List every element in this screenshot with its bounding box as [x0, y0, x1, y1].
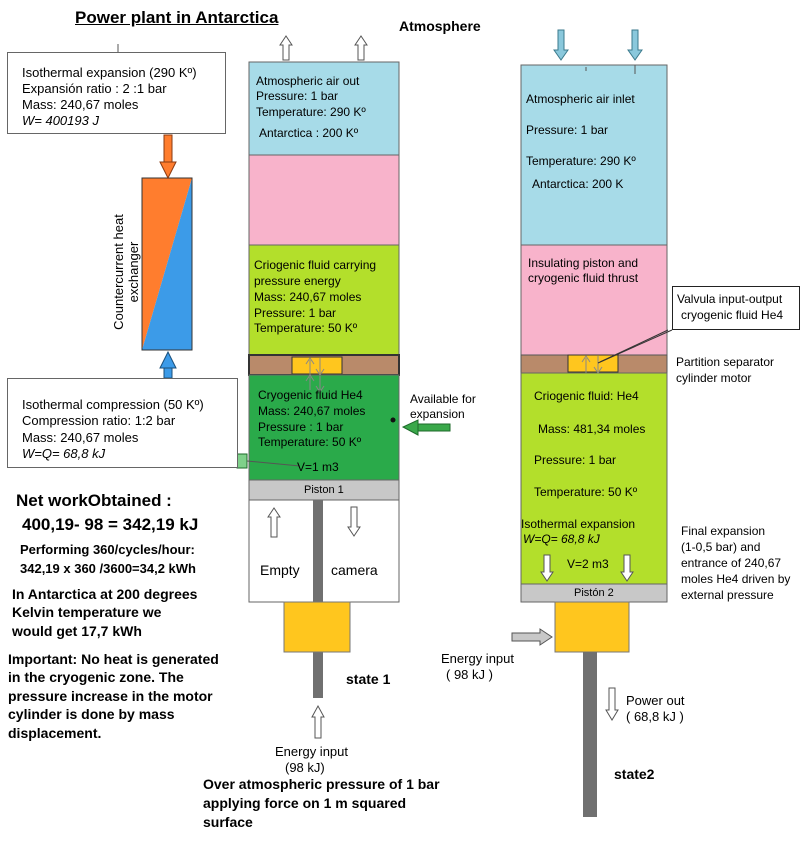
air-out-arrows-icon [279, 35, 368, 61]
final-line-5: external pressure [681, 588, 774, 602]
energy-input-1-line-1: Energy input [275, 744, 348, 759]
he4-line-4: Temperature: 50 Kº [258, 435, 362, 449]
final-line-1: Final expansion [681, 524, 766, 538]
energy-input-2-line-1: Energy input [441, 651, 514, 666]
pressure-note-line-3: surface [203, 814, 253, 830]
cycles-line-1: Performing 360/cycles/hour: [20, 542, 195, 557]
fluid-line-4: Temperature: 50 Kº [534, 485, 638, 499]
cycles-line-2: 342,19 x 360 /3600=34,2 kWh [20, 561, 196, 576]
cryo-carry-line-1: Criogenic fluid carrying [254, 258, 377, 272]
final-line-3: entrance of 240,67 [681, 556, 782, 570]
power-out-line-2: ( 68,8 kJ ) [626, 709, 684, 724]
expansion-line-3: Mass: 240,67 moles [22, 97, 139, 112]
volume-1: V=1 m3 [297, 460, 339, 474]
valve2-arrows-icon [581, 355, 603, 374]
energy-input-2-arrow-icon [511, 628, 553, 646]
air-in-line-3: Temperature: 290 Kº [526, 154, 636, 168]
valve-callout-box: Valvula input-output cryogenic fluid He4 [672, 286, 800, 330]
final-line-2: (1-0,5 bar) and [681, 540, 761, 554]
hot-flow-arrow-icon [159, 134, 177, 180]
piston-2-label: Pistón 2 [574, 587, 614, 599]
important-line-5: displacement. [8, 725, 102, 741]
air-out-line-2: Pressure: 1 bar [256, 89, 339, 103]
partition-line-1: Partition separator [676, 355, 775, 369]
compression-line-3: Mass: 240,67 moles [22, 430, 139, 445]
important-line-1: Important: No heat is generated [8, 651, 219, 667]
compression-line-4: W=Q= 68,8 kJ [22, 446, 106, 461]
fluid-line-1: Criogenic fluid: He4 [534, 389, 639, 403]
power-out-arrow-icon [605, 687, 619, 721]
important-line-2: in the cryogenic zone. The [8, 669, 184, 685]
important-line-3: pressure increase in the motor [8, 688, 213, 704]
air-inlet-arrows-icon [553, 29, 643, 61]
cryo-carry-line-2: pressure energy [254, 274, 341, 288]
cryo-carry-line-4: Pressure: 1 bar [254, 306, 337, 320]
pressure-note-line-1: Over atmospheric pressure of 1 bar [203, 776, 440, 792]
pressure-note-line-2: applying force on 1 m squared [203, 795, 407, 811]
valve-line-1: Valvula input-output [677, 292, 783, 306]
air-in-line-1: Atmospheric air inlet [526, 92, 635, 106]
antarctica-line-2: Kelvin temperature we [12, 604, 162, 620]
valve-line-2: cryogenic fluid He4 [681, 308, 784, 322]
expansion-line-1: Isothermal expansion (290 Kº) [22, 65, 197, 80]
volume-2: V=2 m3 [567, 557, 609, 571]
heat-exchanger-label-1: Countercurrent heat [111, 214, 126, 330]
state-2-label: state2 [614, 766, 655, 782]
available-line-1: Available for [410, 392, 476, 406]
net-work-equation: 400,19- 98 = 342,19 kJ [22, 515, 199, 534]
expansion-arrows-icon [540, 554, 634, 582]
energy-input-arrow-icon [311, 704, 325, 739]
valve-arrows-icon [305, 357, 325, 393]
cryo-carry-line-3: Mass: 240,67 moles [254, 290, 362, 304]
expansion-line-4: W= 400193 J [22, 113, 99, 128]
available-line-2: expansion [410, 407, 465, 421]
power-out-line-1: Power out [626, 693, 685, 708]
heat-exchanger [141, 177, 193, 351]
air-out-line-1: Atmospheric air out [256, 74, 360, 88]
available-arrow-icon [390, 417, 451, 436]
air-out-line-4: Antarctica : 200 Kº [259, 126, 359, 140]
important-line-4: cylinder is done by mass [8, 706, 175, 722]
isothermal-compression-box: Isothermal compression (50 Kº) Compressi… [7, 378, 238, 468]
cylinder-2 [520, 64, 668, 817]
cold-flow-arrow-icon [159, 350, 177, 379]
cylinder-1 [248, 61, 400, 698]
energy-input-1-line-2: (98 kJ) [285, 760, 325, 775]
final-line-4: moles He4 driven by [681, 572, 791, 586]
heat-exchanger-cold-side [142, 178, 192, 350]
heat-exchanger-label: Countercurrent heat exchanger [111, 202, 141, 342]
air-in-line-4: Antarctica: 200 K [532, 177, 624, 191]
insulating-line-1: Insulating piston and [528, 256, 639, 270]
piston-motion-arrows-icon [267, 506, 361, 538]
atmosphere-label: Atmosphere [399, 18, 481, 34]
he4-line-3: Pressure : 1 bar [258, 420, 344, 434]
partition-line-2: cylinder motor [676, 371, 752, 385]
state-1-label: state 1 [346, 671, 391, 687]
fluid-line-2: Mass: 481,34 moles [538, 422, 646, 436]
antarctica-line-3: would get 17,7 kWh [12, 623, 142, 639]
cryo-carry-line-5: Temperature: 50 Kº [254, 321, 358, 335]
air-out-line-3: Temperature: 290 Kº [256, 105, 366, 119]
compression-line-1: Isothermal compression (50 Kº) [22, 397, 204, 412]
antarctica-line-1: In Antarctica at 200 degrees [12, 586, 198, 602]
he4-line-2: Mass: 240,67 moles [258, 404, 366, 418]
expansion-line-2: Expansión ratio : 2 :1 bar [22, 81, 167, 96]
iso2-line-2: W=Q= 68,8 kJ [523, 532, 600, 546]
piston-1-label: Piston 1 [304, 484, 344, 496]
insulating-line-2: cryogenic fluid thrust [528, 271, 639, 285]
isothermal-expansion-box: Isothermal expansion (290 Kº) Expansión … [7, 52, 226, 134]
iso2-line-1: Isothermal expansion [521, 517, 636, 531]
compression-line-2: Compression ratio: 1:2 bar [22, 413, 176, 428]
air-in-line-2: Pressure: 1 bar [526, 123, 609, 137]
heat-exchanger-label-2: exchanger [126, 241, 141, 303]
net-work-heading: Net workObtained : [16, 491, 172, 510]
camera-label: camera [331, 562, 378, 578]
he4-line-1: Cryogenic fluid He4 [258, 388, 363, 402]
page-title: Power plant in Antarctica [75, 8, 279, 27]
energy-input-2-line-2: ( 98 kJ ) [446, 667, 493, 682]
empty-label: Empty [260, 562, 300, 578]
fluid-line-3: Pressure: 1 bar [534, 453, 617, 467]
